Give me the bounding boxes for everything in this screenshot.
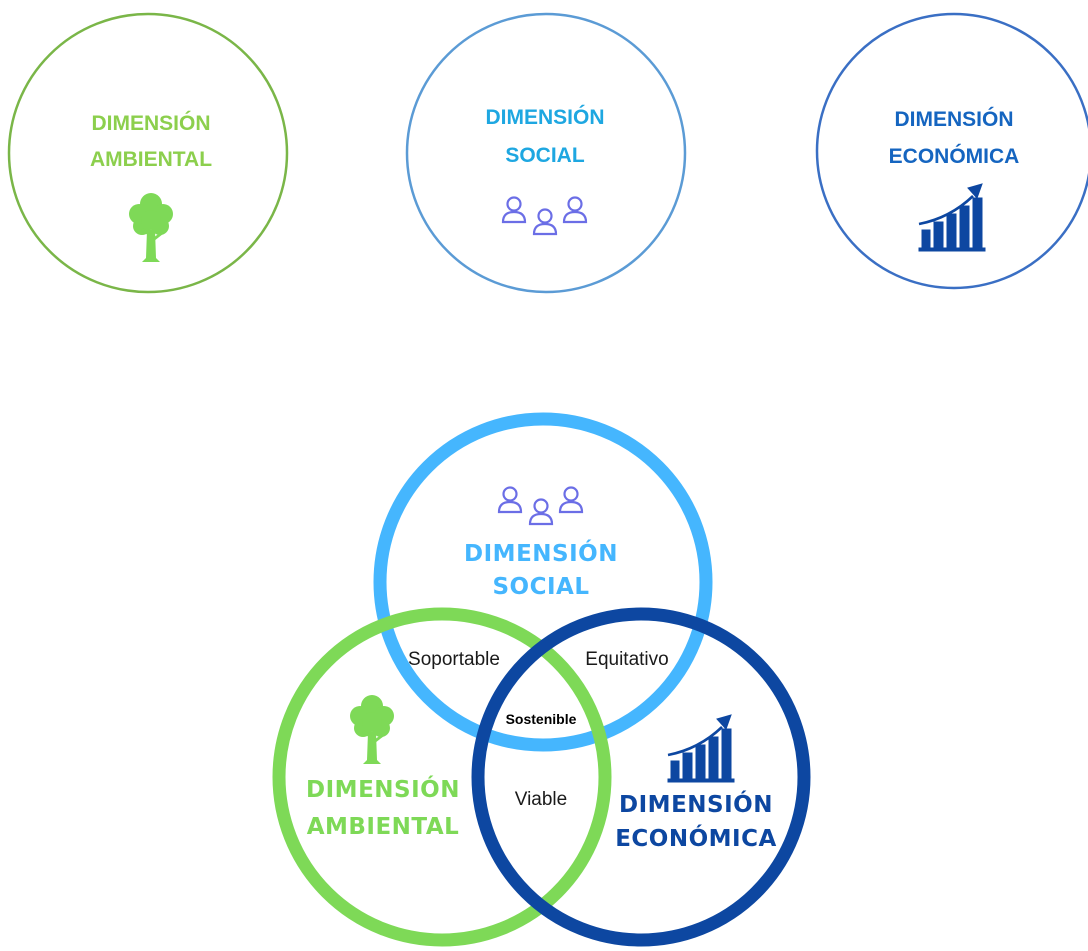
top-economica-circle xyxy=(815,12,1088,290)
top-ambiental-circle xyxy=(7,12,289,294)
venn-social-circle xyxy=(373,412,713,752)
venn-social-title-line1: DIMENSIÓN xyxy=(464,539,618,567)
top-social-group: DIMENSIÓN SOCIAL xyxy=(405,12,687,294)
venn-economica-title-line1: DIMENSIÓN xyxy=(619,790,773,818)
growth-chart-icon xyxy=(917,182,987,253)
top-economica-group: DIMENSIÓN ECONÓMICA xyxy=(815,12,1088,290)
venn-ambiental-title-line2: AMBIENTAL xyxy=(307,814,460,840)
overlap-equitativo: Equitativo xyxy=(585,649,668,670)
top-economica-title-line2: ECONÓMICA xyxy=(889,144,1020,168)
venn-ambiental-circle xyxy=(272,607,612,947)
venn-tree-icon xyxy=(350,695,394,764)
top-social-title-line2: SOCIAL xyxy=(505,144,585,167)
venn-economica-title-line2: ECONÓMICA xyxy=(615,824,777,852)
venn-diagram: DIMENSIÓN SOCIAL DIMENSIÓN AMBIENTAL DIM… xyxy=(272,412,811,947)
overlap-viable: Viable xyxy=(515,789,567,810)
tree-icon xyxy=(129,193,173,262)
top-ambiental-group: DIMENSIÓN AMBIENTAL xyxy=(7,12,289,294)
top-social-circle xyxy=(405,12,687,294)
venn-people-icon xyxy=(497,486,584,526)
top-ambiental-title-line1: DIMENSIÓN xyxy=(91,111,210,135)
top-ambiental-title-line2: AMBIENTAL xyxy=(90,148,212,171)
people-icon xyxy=(501,196,588,236)
venn-social-title-line2: SOCIAL xyxy=(492,574,589,600)
venn-ambiental-title-line1: DIMENSIÓN xyxy=(306,775,460,803)
top-social-title-line1: DIMENSIÓN xyxy=(485,105,604,129)
venn-growth-chart-icon xyxy=(666,713,736,784)
overlap-sostenible: Sostenible xyxy=(506,711,577,727)
venn-economica-circle xyxy=(471,607,811,947)
overlap-soportable: Soportable xyxy=(408,649,500,670)
top-economica-title-line1: DIMENSIÓN xyxy=(894,107,1013,131)
